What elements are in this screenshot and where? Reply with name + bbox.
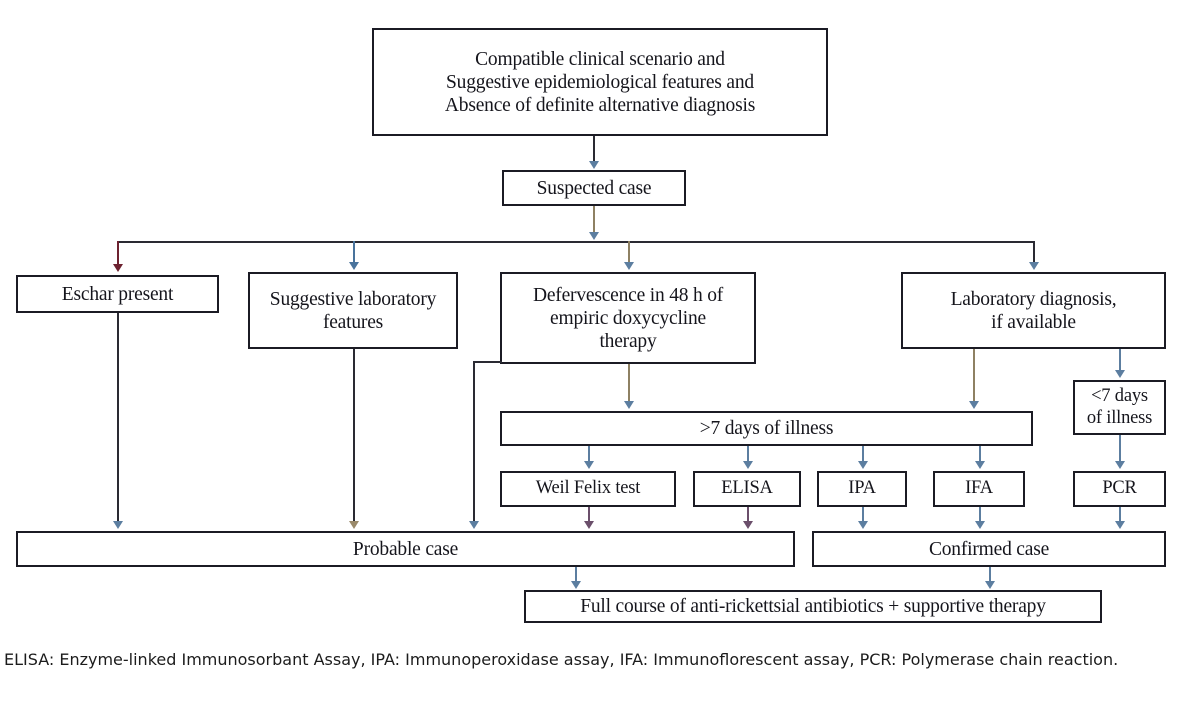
arrowhead-elisa-to-probable [743, 521, 753, 529]
connector-bus-to-laboratory-diagnosis [1033, 241, 1035, 265]
arrowhead-bus-to-laboratory-diagnosis [1029, 262, 1039, 270]
connector-ifa-to-confirmed [979, 507, 981, 523]
node-pcr-label: PCR [1102, 478, 1137, 499]
flowchart-canvas: Compatible clinical scenario and Suggest… [16, 28, 1166, 623]
arrowhead-lt7-to-pcr [1115, 461, 1125, 469]
connector-pcr-to-confirmed [1119, 507, 1121, 523]
node-laboratory-diagnosis: Laboratory diagnosis, if available [901, 272, 1166, 349]
arrowhead-suggestive-lab-to-probable [349, 521, 359, 529]
connector-laboratory-to-lt7 [1119, 349, 1121, 371]
node-elisa-label: ELISA [721, 478, 773, 499]
node-suspected-case: Suspected case [502, 170, 686, 206]
node-pcr: PCR [1073, 471, 1166, 507]
arrowhead-probable-to-full-course [571, 581, 581, 589]
arrowhead-gt7-to-weil-felix [584, 461, 594, 469]
connector-gt7-to-elisa [747, 446, 749, 462]
node-elisa: ELISA [693, 471, 801, 507]
node-gt7-days: >7 days of illness [500, 411, 1033, 446]
connector-gt7-to-ipa [862, 446, 864, 462]
node-weil-felix-test-label: Weil Felix test [535, 478, 641, 499]
figure-caption: ELISA: Enzyme-linked Immunosorbant Assay… [4, 650, 1119, 669]
node-suggestive-lab-features: Suggestive laboratory features [248, 272, 458, 349]
node-lt7-days: <7 days of illness [1073, 380, 1166, 435]
node-suggestive-lab-features-label: Suggestive laboratory features [269, 288, 437, 333]
connector-confirmed-to-full-course [989, 567, 991, 583]
connector-elisa-to-probable [747, 507, 749, 523]
node-criteria-label: Compatible clinical scenario and Suggest… [444, 48, 756, 116]
connector-gt7-to-weil-felix [588, 446, 590, 462]
node-suspected-case-label: Suspected case [536, 177, 652, 199]
node-ifa-label: IFA [965, 478, 993, 499]
node-lt7-days-label: <7 days of illness [1086, 385, 1153, 428]
arrowhead-confirmed-to-full-course [985, 581, 995, 589]
connector-weil-felix-to-probable [588, 507, 590, 523]
node-probable-case: Probable case [16, 531, 795, 567]
connector-suspected-to-bus [593, 206, 595, 234]
node-full-course-label: Full course of anti-rickettsial antibiot… [580, 596, 1046, 617]
node-laboratory-diagnosis-label: Laboratory diagnosis, if available [950, 288, 1117, 333]
connector-suggestive-lab-to-probable [353, 349, 355, 523]
arrowhead-gt7-to-ifa [975, 461, 985, 469]
arrowhead-suspected-to-bus [589, 232, 599, 240]
node-eschar-present-label: Eschar present [61, 283, 174, 305]
node-confirmed-case-label: Confirmed case [928, 538, 1050, 560]
connector-gt7-to-ifa [979, 446, 981, 462]
node-weil-felix-test: Weil Felix test [500, 471, 676, 507]
node-defervescence: Defervescence in 48 h of empiric doxycyc… [500, 272, 756, 364]
arrowhead-gt7-to-ipa [858, 461, 868, 469]
arrowhead-bus-to-defervescence [624, 262, 634, 270]
connector-probable-to-full-course [575, 567, 577, 583]
connector-defervescence-to-gt7 [628, 364, 630, 402]
connector-ipa-to-confirmed [862, 507, 864, 523]
arrowhead-laboratory-to-lt7 [1115, 370, 1125, 378]
node-ifa: IFA [933, 471, 1025, 507]
connector-branch-bus [117, 241, 1035, 243]
arrowhead-ipa-to-confirmed [858, 521, 868, 529]
connector-defervescence-elbow-horizontal [473, 361, 502, 363]
connector-criteria-to-suspected [593, 136, 595, 162]
node-ipa: IPA [817, 471, 907, 507]
node-eschar-present: Eschar present [16, 275, 219, 313]
arrowhead-criteria-to-suspected [589, 161, 599, 169]
connector-lt7-to-pcr [1119, 435, 1121, 462]
arrowhead-weil-felix-to-probable [584, 521, 594, 529]
arrowhead-gt7-to-elisa [743, 461, 753, 469]
node-gt7-days-label: >7 days of illness [699, 418, 834, 439]
connector-eschar-to-probable [117, 313, 119, 523]
connector-defervescence-elbow-vertical [473, 361, 475, 523]
arrowhead-defervescence-to-gt7 [624, 401, 634, 409]
arrowhead-laboratory-to-gt7 [969, 401, 979, 409]
arrowhead-bus-to-eschar [113, 264, 123, 272]
arrowhead-defervescence-to-probable [469, 521, 479, 529]
connector-laboratory-to-gt7 [973, 349, 975, 402]
arrowhead-eschar-to-probable [113, 521, 123, 529]
arrowhead-pcr-to-confirmed [1115, 521, 1125, 529]
node-criteria: Compatible clinical scenario and Suggest… [372, 28, 828, 136]
node-ipa-label: IPA [848, 478, 876, 499]
node-defervescence-label: Defervescence in 48 h of empiric doxycyc… [532, 284, 724, 352]
arrowhead-ifa-to-confirmed [975, 521, 985, 529]
node-probable-case-label: Probable case [352, 538, 459, 560]
connector-bus-to-eschar [117, 241, 119, 267]
connector-bus-to-suggestive-lab [353, 241, 355, 265]
connector-bus-to-defervescence [628, 241, 630, 265]
node-full-course: Full course of anti-rickettsial antibiot… [524, 590, 1102, 623]
node-confirmed-case: Confirmed case [812, 531, 1166, 567]
arrowhead-bus-to-suggestive-lab [349, 262, 359, 270]
